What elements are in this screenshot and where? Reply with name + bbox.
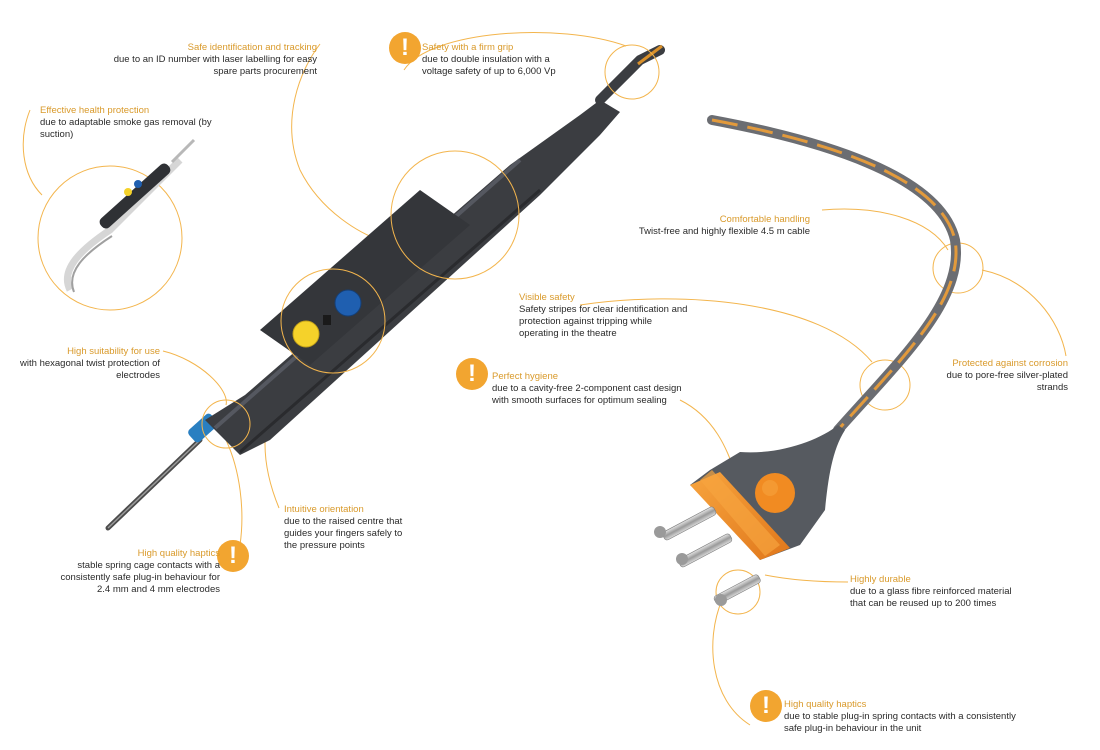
callout-comfortable-handling: Comfortable handling Twist-free and high… [590,214,810,238]
line-haptics-1 [225,439,243,546]
callout-title: Safe identification and tracking [187,42,317,53]
callout-description: due to an ID number with laser labelling… [113,54,317,77]
line-suitability [162,350,227,406]
callout-intuitive-orientation: Intuitive orientation due to the raised … [284,504,414,552]
callout-safe-identification: Safe identification and tracking due to … [97,42,317,78]
callout-suitability: High suitability for use with hexagonal … [10,346,160,382]
callout-title: High quality haptics [137,548,220,559]
line-corrosion [981,269,1067,357]
line-durable [764,574,849,583]
callout-description: Safety stripes for clear identification … [519,304,688,339]
callout-title: High quality haptics [784,699,867,710]
callout-title: High suitability for use [67,346,160,357]
handpiece [105,44,665,531]
callout-title: Protected against corrosion [952,358,1068,369]
callout-title: Intuitive orientation [284,504,364,515]
callout-description: due to double insulation with a voltage … [422,54,556,77]
inset-smoke-electrode [37,138,196,311]
callout-title: Effective health protection [40,105,150,116]
line-handling [821,208,949,251]
callout-description: with hexagonal twist protection of elect… [20,358,160,381]
callout-highly-durable: Highly durable due to a glass fibre rein… [850,574,1025,610]
callout-perfect-hygiene: Perfect hygiene due to a cavity-free 2-c… [492,371,687,407]
callout-description: due to stable plug-in spring contacts wi… [784,711,1016,734]
connector-plug [654,425,845,606]
callout-description: due to a glass fibre reinforced material… [850,586,1012,609]
highlight-circles [201,44,984,615]
callout-haptics-electrodes: High quality haptics stable spring cage … [50,548,220,596]
connection-cable [707,115,962,435]
callout-title: Visible safety [519,292,575,303]
callout-corrosion: Protected against corrosion due to pore-… [918,358,1068,394]
callout-visible-safety: Visible safety Safety stripes for clear … [519,292,694,340]
line-safe-id [291,43,393,245]
callout-description: stable spring cage contacts with a consi… [60,560,220,595]
callout-health-protection: Effective health protection due to adapt… [40,105,225,141]
line-haptics-2 [712,599,751,726]
callout-title: Safety with a firm grip [422,42,514,53]
callout-description: due to pore-free silver-plated strands [946,370,1068,393]
callout-description: due to adaptable smoke gas removal (by s… [40,117,212,140]
warning-icon: ! [750,690,782,722]
callout-title: Comfortable handling [719,214,810,225]
callout-description: due to the raised centre that guides you… [284,516,403,551]
callout-description: Twist-free and highly flexible 4.5 m cab… [638,226,810,237]
callout-title: Highly durable [850,574,911,585]
line-health [22,109,43,196]
warning-icon: ! [456,358,488,390]
warning-icon: ! [389,32,421,64]
callout-haptics-unit: High quality haptics due to stable plug-… [784,699,1034,735]
callout-firm-grip: Safety with a firm grip due to double in… [422,42,572,78]
warning-icon: ! [217,540,249,572]
line-visible [579,298,873,363]
callout-title: Perfect hygiene [492,371,559,382]
callout-description: due to a cavity-free 2-component cast de… [492,383,682,406]
